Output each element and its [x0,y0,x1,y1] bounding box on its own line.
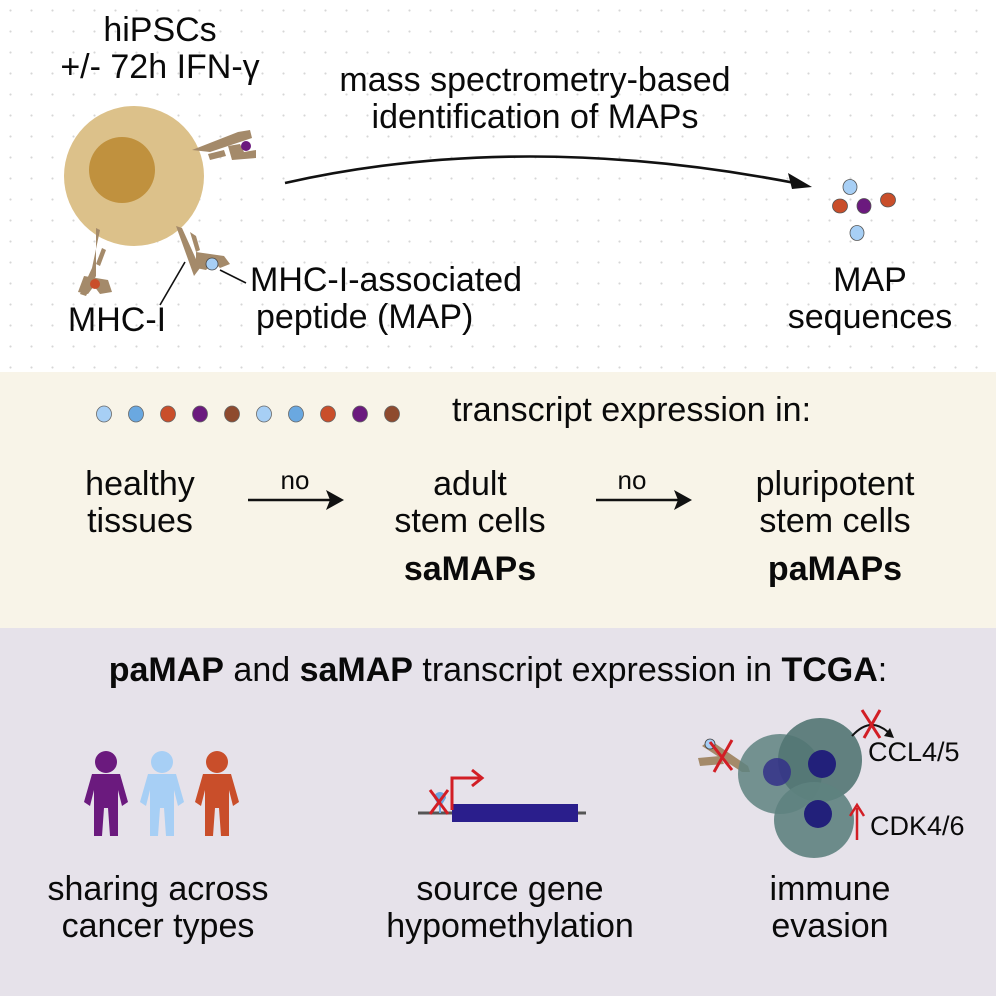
title-samap: saMAP [299,651,413,689]
item-immune-evasion: immune evasion [730,871,930,944]
ccl-label: CCL4/5 [868,737,960,767]
item-line2: cancer types [61,906,255,945]
mhc-molecule-icon [176,226,230,276]
panel-ms-identification: hiPSCs +/- 72h IFN-γ mass spectrometry-b… [0,0,996,372]
item-line2: hypomethylation [386,906,634,945]
pamaps-label: paMAPs [767,550,903,589]
panel-transcript-expression: transcript expression in: healthy tissue… [0,372,996,628]
up-arrow-icon [848,802,866,840]
process-label-line2: identification of MAPs [371,97,699,136]
map-dot-icon [256,405,272,423]
item-sharing: sharing across cancer types [18,871,298,944]
cross-icon [708,739,734,773]
map-dot-icon [384,405,400,423]
map-label-line2: peptide (MAP) [256,297,474,336]
item-line2: evasion [771,906,889,945]
title-text: and [223,651,300,689]
map-dot-icon [320,405,336,423]
cell-label-line1: hiPSCs [103,11,217,49]
people-icon [84,751,239,836]
step-line2: tissues [87,501,193,540]
right-arrow-icon [248,490,344,510]
gene-promoter-icon [418,768,586,822]
person-icon [140,751,184,836]
person-icon [84,751,128,836]
item-line1: source gene [416,870,604,908]
nucleus [804,800,832,828]
person-icon [195,751,239,836]
transcription-arrow-icon [450,776,480,810]
mhc-molecule-icon [78,228,112,296]
tcga-title: paMAP and saMAP transcript expression in… [0,652,996,689]
item-hypomethylation: source gene hypomethylation [355,871,665,944]
map-dot-icon [160,405,176,423]
step-line2: stem cells [394,501,546,540]
mhc-label: MHC-I [67,301,167,339]
item-line1: immune [769,870,891,908]
cross-icon [428,789,450,815]
peptide-dot-icon [90,279,100,289]
title-colon: : [877,651,888,689]
tumor-cells-icon [698,709,894,858]
step-adult-stem-cells: adult stem cells saMAPs [360,466,580,588]
expression-header: transcript expression in: [452,391,812,429]
step-healthy-tissues: healthy tissues [50,466,230,539]
title-tcga: TCGA [781,651,878,689]
panel1-graphics [64,106,896,306]
step-line2: stem cells [759,501,911,540]
step-pluripotent-stem-cells: pluripotent stem cells paMAPs [715,466,955,588]
map-dot-icon [352,405,368,423]
map-dot-icon [224,405,240,423]
nucleus [763,758,791,786]
map-dot-icon [288,405,304,423]
cross-icon [860,709,882,739]
process-label: mass spectrometry-based identification o… [255,62,815,135]
mhc-molecule-icon [192,130,256,160]
map-dot-row [96,405,400,423]
arrow-label: no [617,465,647,495]
cell-label: hiPSCs +/- 72h IFN-γ [60,12,260,85]
arrow-label: no [280,465,310,495]
map-dot-icon [128,405,144,423]
peptide-dot-icon [205,257,219,271]
step-line1: healthy [85,465,195,503]
panel-tcga: paMAP and saMAP transcript expression in… [0,628,996,996]
item-line1: sharing across [47,870,269,908]
cdk-label: CDK4/6 [870,811,965,841]
map-label: MHC-I-associated peptide (MAP) [250,262,590,335]
result-label: MAP sequences [770,262,970,335]
title-text: transcript expression in [412,651,782,689]
step-line1: adult [433,465,507,503]
nucleus [808,750,836,778]
map-label-line1: MHC-I-associated [250,261,523,299]
process-label-line1: mass spectrometry-based [339,61,731,99]
map-cluster-icon [832,179,896,241]
result-label-line2: sequences [787,297,953,336]
cell-icon [64,106,204,246]
mhc-leader-line [159,261,186,306]
map-dot-icon [192,405,208,423]
samaps-label: saMAPs [403,550,537,589]
step-line1: pluripotent [755,465,915,503]
map-dot-icon [96,405,112,423]
peptide-dot-icon [241,141,251,151]
title-pamap: paMAP [108,651,224,689]
cell-label-line2: +/- 72h IFN-γ [60,47,260,86]
curved-arrow-icon [284,155,812,189]
result-label-line1: MAP [833,261,907,299]
gene-body [452,804,578,822]
map-leader-line [219,269,247,284]
right-arrow-icon [596,490,692,510]
